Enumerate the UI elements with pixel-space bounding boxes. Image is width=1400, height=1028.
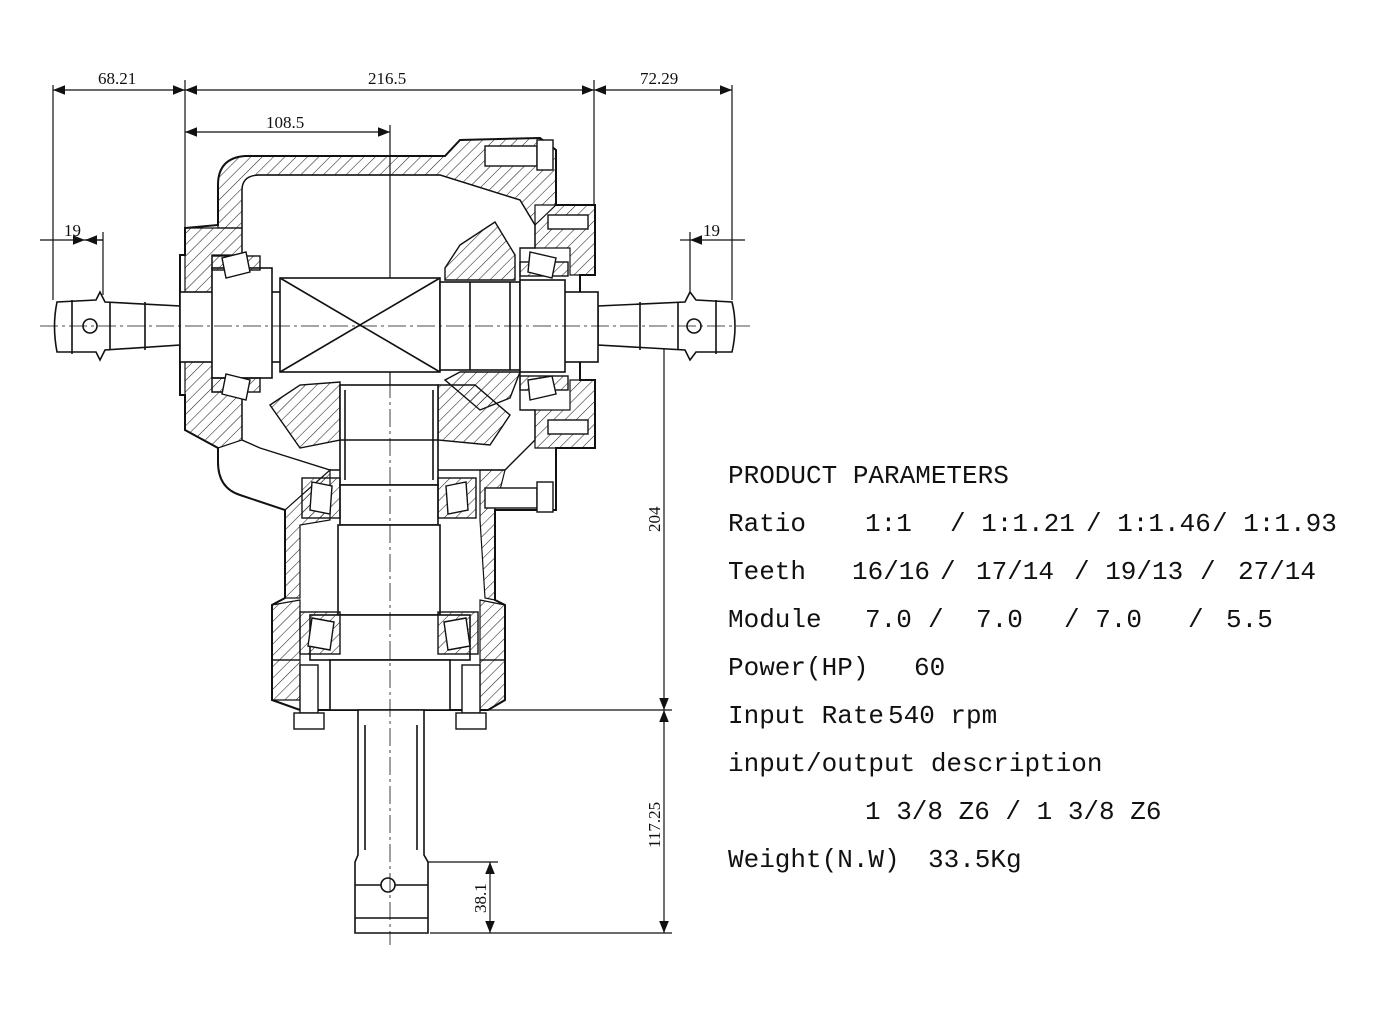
teeth-v1: 16/16: [852, 557, 931, 587]
dim-height-38: 38.1: [471, 883, 490, 913]
power-label: Power(HP): [728, 653, 869, 683]
input-rate-value: 540 rpm: [888, 701, 998, 731]
module-label: Module: [728, 605, 822, 635]
ratio-v3: / 1:1.46: [1086, 509, 1211, 539]
weight-value: 33.5Kg: [928, 845, 1022, 875]
weight-row: Weight(N.W) 33.5Kg: [728, 836, 1368, 884]
module-s3: /: [1188, 605, 1204, 635]
weight-label: Weight(N.W): [728, 845, 900, 875]
bevel-gears: [269, 221, 522, 449]
module-v3: / 7.0: [1064, 605, 1143, 635]
teeth-row: Teeth 16/16 / 17/14 / 19/13 / 27/14: [728, 548, 1368, 596]
input-rate-row: Input Rate 540 rpm: [728, 692, 1368, 740]
ratio-v1: 1:1: [865, 509, 912, 539]
teeth-s1: /: [940, 557, 956, 587]
module-v2: 7.0: [976, 605, 1023, 635]
bolts: [293, 139, 589, 730]
ratio-v2: / 1:1.21: [950, 509, 1075, 539]
module-v4: 5.5: [1226, 605, 1273, 635]
bearings-vertical: [299, 477, 479, 655]
ratio-label: Ratio: [728, 509, 807, 539]
params-heading: PRODUCT PARAMETERS: [728, 461, 1009, 491]
bearings-horizontal: [211, 251, 569, 401]
io-label-row: input/output description: [728, 740, 1368, 788]
dim-half-width: 108.5: [266, 113, 304, 132]
io-value: 1 3/8 Z6 / 1 3/8 Z6: [865, 797, 1162, 827]
teeth-s3: /: [1200, 557, 1216, 587]
dim-overall-width: 216.5: [368, 69, 406, 88]
dim-right-key: 19: [703, 221, 720, 240]
input-rate-label: Input Rate: [728, 701, 885, 731]
centerlines: [40, 325, 750, 945]
horizontal-shaft: [53, 267, 736, 379]
dim-height-204: 204: [645, 506, 664, 532]
ratio-v4: / 1:1.93: [1212, 509, 1337, 539]
teeth-v4: 27/14: [1238, 557, 1317, 587]
io-value-row: 1 3/8 Z6 / 1 3/8 Z6: [728, 788, 1368, 836]
dim-right-ext: 72.29: [640, 69, 678, 88]
teeth-label: Teeth: [728, 557, 807, 587]
ratio-row: Ratio 1:1 / 1:1.21 / 1:1.46 / 1:1.93: [728, 500, 1368, 548]
power-row: Power(HP) 60: [728, 644, 1368, 692]
dimension-labels: 68.21 216.5 72.29 108.5 19 19 204 117.25…: [64, 69, 720, 913]
teeth-v3: / 19/13: [1074, 557, 1184, 587]
product-parameters: PRODUCT PARAMETERS Ratio 1:1 / 1:1.21 / …: [728, 452, 1368, 884]
dim-left-key: 19: [64, 221, 81, 240]
params-heading-row: PRODUCT PARAMETERS: [728, 452, 1368, 500]
module-v1: 7.0: [865, 605, 912, 635]
power-value: 60: [914, 653, 946, 683]
io-label: input/output description: [728, 749, 1103, 779]
module-s1: /: [928, 605, 944, 635]
module-row: Module 7.0 / 7.0 / 7.0 / 5.5: [728, 596, 1368, 644]
vertical-shaft: [309, 384, 471, 934]
dim-height-117: 117.25: [645, 802, 664, 848]
teeth-v2: 17/14: [976, 557, 1055, 587]
dim-left-ext: 68.21: [98, 69, 136, 88]
